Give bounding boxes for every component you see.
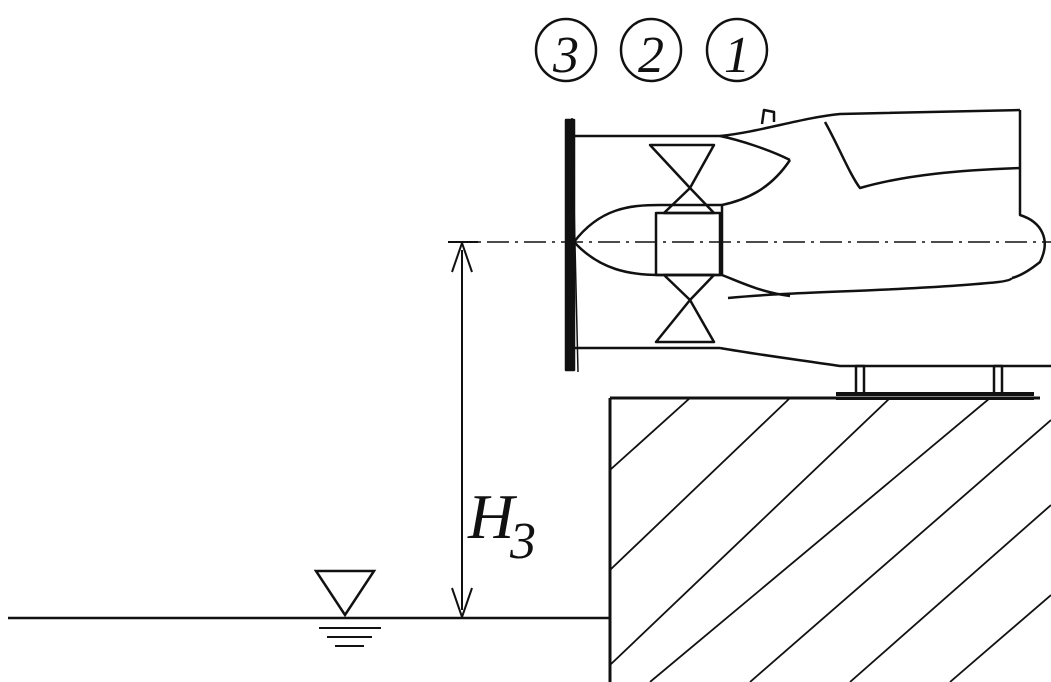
section-label-3: 3 [552, 27, 579, 84]
section-label-1: 1 [724, 27, 750, 84]
height-dimension [448, 241, 478, 619]
section-label-2: 2 [638, 27, 664, 84]
section-marker-3: 3 [534, 17, 598, 84]
section-marker-1: 1 [705, 17, 769, 84]
pump [450, 108, 1051, 400]
water-level [8, 569, 610, 647]
hub-nose [572, 203, 724, 277]
section-marker-2: 2 [619, 17, 683, 84]
impeller-blade-top [648, 143, 716, 215]
impeller-hub [654, 211, 722, 277]
height-symbol: H [467, 481, 518, 552]
ground-block [608, 396, 1051, 682]
inlet-flange [564, 118, 576, 372]
height-subscript: 3 [509, 513, 536, 570]
height-label: H 3 [467, 481, 536, 570]
water-level-triangle-icon [313, 569, 377, 618]
impeller-blade-bottom [654, 273, 716, 344]
section-markers: 3 2 1 [534, 17, 769, 84]
ground-hatching [610, 398, 1051, 682]
